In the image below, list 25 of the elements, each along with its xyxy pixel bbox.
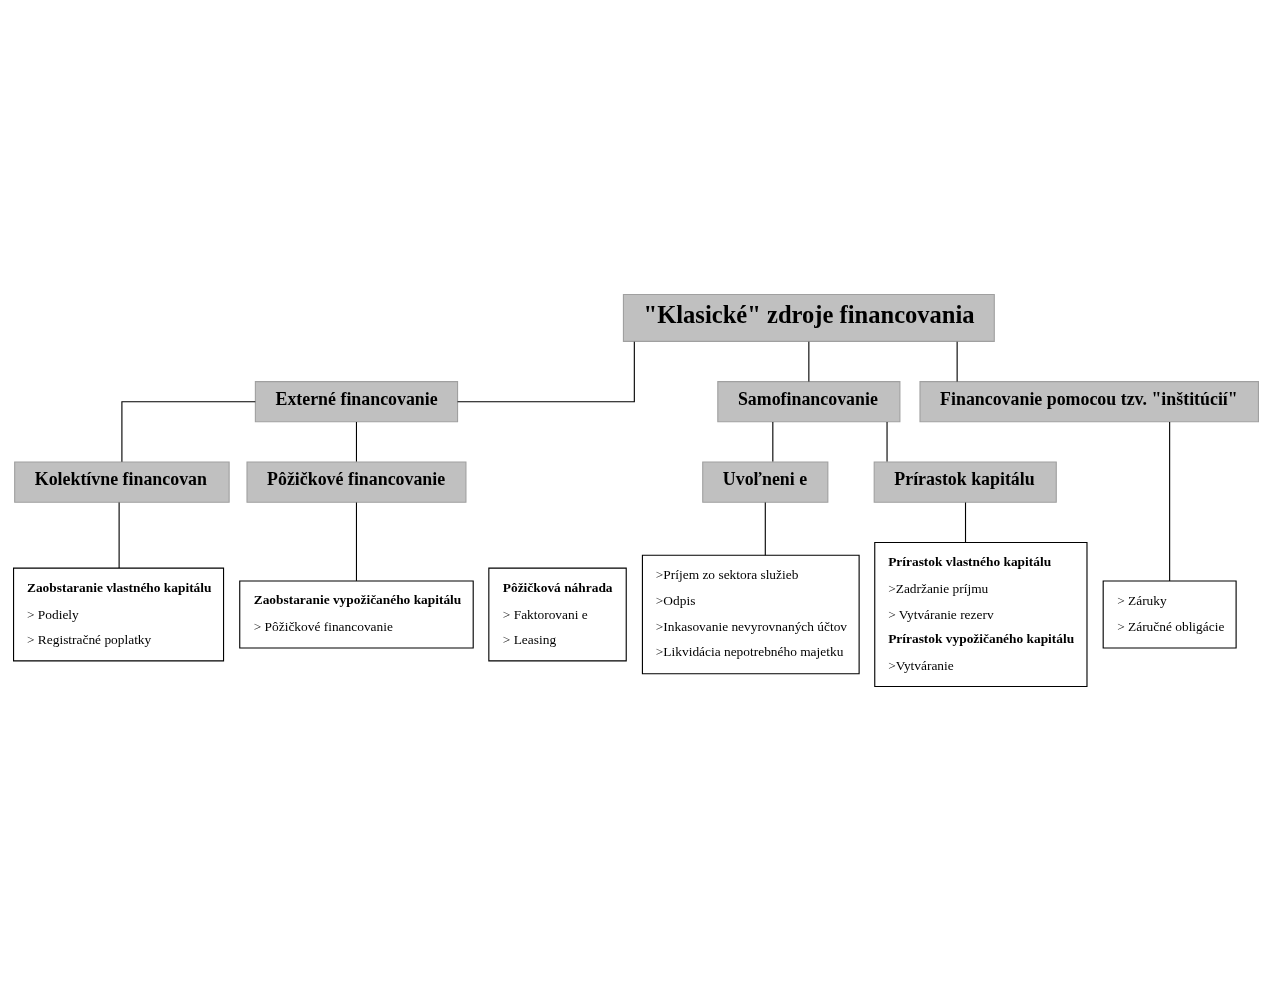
connector	[118, 501, 120, 569]
connector	[457, 341, 635, 403]
node-box: Financovanie pomocou tzv. "inštitúcií"	[919, 381, 1259, 423]
connector	[964, 501, 967, 543]
node-box: Kolektívne financovan	[14, 461, 230, 503]
connector	[1169, 421, 1171, 582]
connector	[121, 401, 256, 463]
node-box: > Záruky > Záručné obligácie	[1102, 580, 1237, 649]
connector	[956, 341, 958, 383]
node-box: Prírastok kapitálu	[873, 461, 1057, 503]
connector	[808, 341, 810, 383]
connector	[764, 501, 766, 556]
node-box: >Príjem zo sektora služieb >Odpis >Inkasovanie nevyrovnaných účtov >Likvidácia nepotrebného majetku	[641, 554, 860, 675]
connector	[355, 501, 358, 582]
node-box: Zaobstaranie vypožičaného kapitálu > Pôžičkové financovanie	[239, 580, 474, 649]
node-box: Externé financovanie	[254, 381, 459, 423]
connector	[772, 421, 774, 463]
node-box: Samofinancovanie	[717, 381, 901, 423]
connector	[355, 421, 358, 463]
node-box: Zaobstaranie vlastného kapitálu > Podiely > Registračné poplatky	[13, 567, 225, 662]
node-box: Uvoľneni e	[702, 461, 829, 503]
node-box: Prírastok vlastného kapitálu >Zadržanie príjmu > Vytváranie rezerv Prírastok vypožičaného kapitálu >Vytváranie	[874, 541, 1088, 688]
node-box: Pôžičková náhrada > Faktorovani e > Leasing	[488, 567, 627, 662]
node-box: Pôžičkové financovanie	[246, 461, 467, 503]
node-box: "Klasické" zdroje financovania	[622, 293, 995, 342]
